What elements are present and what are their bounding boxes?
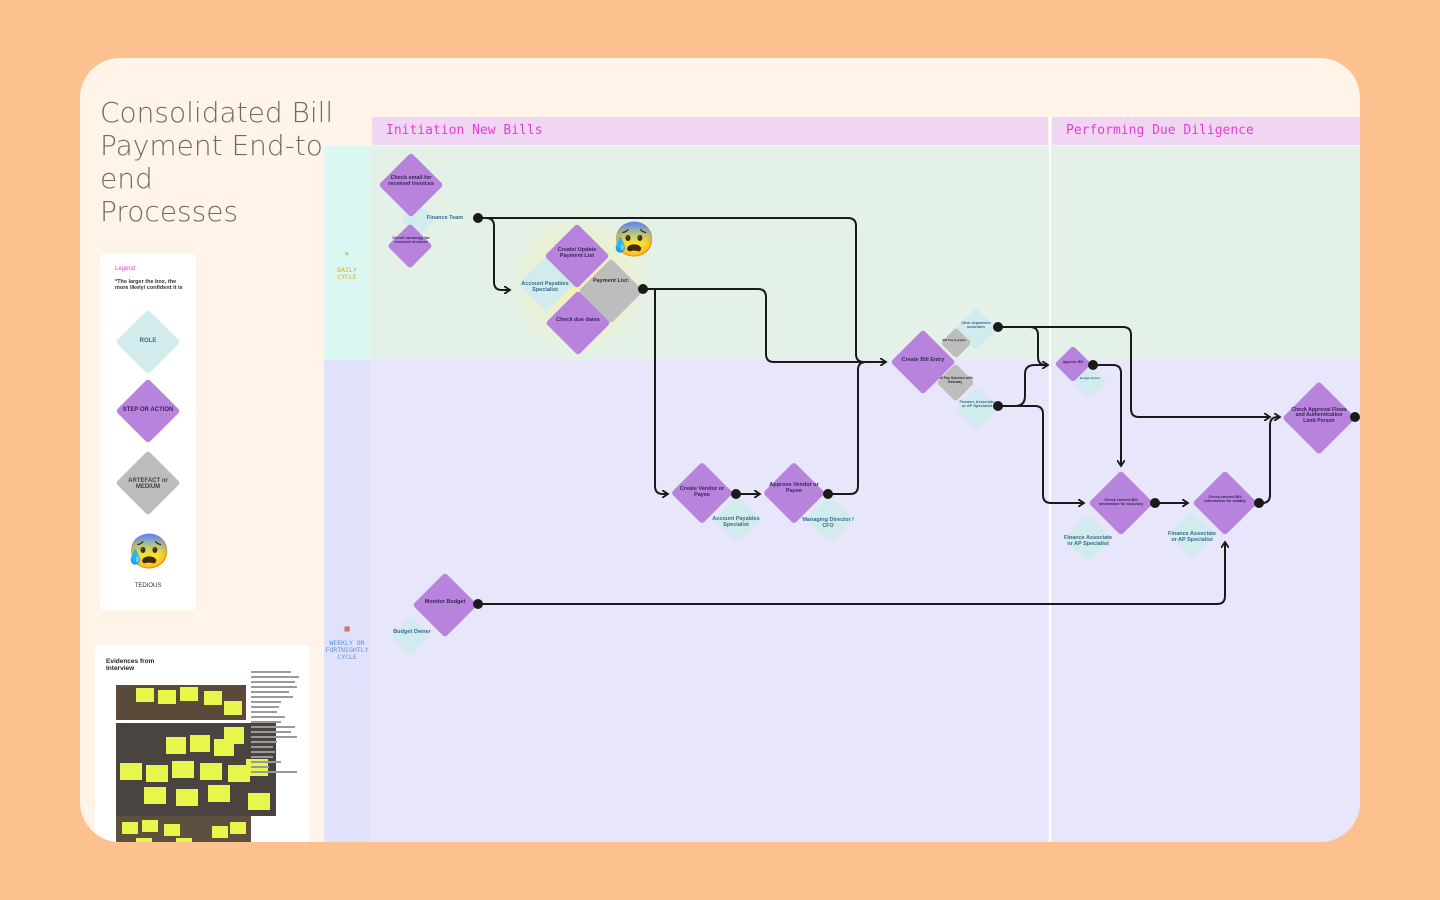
flow-connectors: [473, 213, 1360, 609]
anchor-finance-team: [473, 213, 483, 223]
role-budget-owner-label: Budget Owner: [393, 629, 431, 635]
evidence-header: Evidences from Interview: [106, 658, 155, 672]
canvas-card: Consolidated Bill Payment End-to-end Pro…: [80, 58, 1360, 842]
calendar-icon: ▦: [344, 624, 350, 633]
anchor-other-dept: [993, 322, 1003, 332]
step-check-approval-label: Check Approval Flows and Authentication …: [1291, 407, 1347, 424]
step-approve-bill-label: Approve Bill: [1062, 360, 1084, 364]
anchor-accuracy: [1150, 498, 1160, 508]
sun-icon: ☀: [344, 250, 350, 260]
anchor-validity: [1254, 498, 1264, 508]
role-finance-team-label: Finance Team: [426, 215, 464, 221]
tedious-emoji-icon: 😰: [613, 221, 656, 259]
lane-weekly: [370, 360, 1360, 842]
legend-tedious-icon: 😰: [128, 533, 171, 571]
connector-list-to-vendor: [654, 289, 668, 494]
role-ap-specialist-vendor-label: Account Payables Specialist: [712, 516, 760, 528]
step-check-accuracy-label: Check entered Bill information for accur…: [1098, 498, 1144, 506]
lane-label-weekly: [324, 360, 370, 842]
evidence-panel: Evidences from Interview: [95, 645, 310, 842]
role-check-accuracy-label: Finance Associate or AP Specialist: [1063, 535, 1113, 547]
step-check-validity-label: Check entered Bill information for valid…: [1204, 495, 1246, 503]
legend-artefact-label: ARTEFACT or MEDIUM: [128, 478, 168, 491]
artefact-payment-list-label: Payment List:: [592, 278, 630, 284]
anchor-approve-bill: [1088, 360, 1098, 370]
step-create-vendor-label: Create Vendor or Payee: [679, 486, 725, 498]
connector-validity-to-approval: [1259, 417, 1280, 504]
legend-note: *The larger the box, the more likely/ co…: [115, 279, 183, 291]
legend-header: Legend: [115, 266, 136, 272]
phase-diligence[interactable]: Performing Due Diligence: [1052, 117, 1360, 145]
connector-bill-to-approve-bill: [998, 326, 1048, 365]
lane-label-daily: [324, 146, 370, 360]
anchor-approve-vendor: [823, 489, 833, 499]
step-check-due-dates-label: Check due dates: [556, 317, 600, 323]
lane-name-daily: ☀ DAILY CYCLE: [330, 244, 364, 281]
legend-step-label: STEP OR ACTION: [122, 407, 174, 413]
connector-approve-to-bill: [828, 361, 867, 495]
legend-tedious-label: TEDIOUS: [134, 583, 162, 589]
role-other-dept-label: Other department associates: [961, 321, 991, 329]
anchor-fin-assoc: [993, 401, 1003, 411]
step-create-bill-label: Create Bill Entry: [901, 357, 945, 363]
connector-bill-to-approval: [998, 326, 1270, 417]
phase-initiation[interactable]: Initiation New Bills: [372, 117, 1048, 145]
evidence-photo-2[interactable]: [116, 723, 276, 816]
anchor-payment-list: [638, 284, 648, 294]
step-create-update-list-label: Create/ Update Payment List: [557, 247, 597, 259]
legend-role-label: ROLE: [139, 338, 157, 344]
legend-panel: Legend *The larger the box, the more lik…: [100, 254, 196, 610]
evidence-photo-1[interactable]: [116, 685, 246, 720]
step-monitor-budget-label: Monitor Budget: [424, 599, 466, 605]
connector-approve-bill-to-accuracy: [1093, 364, 1121, 466]
step-approve-vendor-label: Approve Vendor or Payee: [769, 482, 819, 494]
connector-budget-to-validity: [478, 542, 1225, 605]
connector-assoc-to-approve-bill: [998, 364, 1048, 407]
evidence-notes: [251, 671, 301, 776]
connector-list-to-bill: [643, 288, 886, 363]
connector-email-to-payment-list: [478, 217, 510, 290]
role-budget-owner-small-label: Budget Owner: [1079, 376, 1101, 380]
role-fin-assoc-small-label: Finance Associate or AP Specialist: [959, 399, 995, 409]
anchor-create-vendor: [731, 489, 741, 499]
page-title: Consolidated Bill Payment End-to-end Pro…: [100, 96, 334, 228]
artefact-bill-pay-a-label: Bill Pay Supplier ...: [942, 338, 970, 342]
step-check-hardcopy-label: Check hardcopy for received invoices: [392, 235, 430, 245]
artefact-bill-pay-b-label: Bill Pay Solution with Gateway: [937, 376, 973, 384]
anchor-approval: [1350, 412, 1360, 422]
role-check-validity-label: Finance Associate or AP Specialist: [1167, 531, 1217, 543]
role-ap-specialist-label: Account Payables Specialist: [521, 281, 569, 293]
connector-assoc-to-accuracy: [998, 405, 1084, 503]
role-managing-director-label: Managing Director / CFO: [802, 517, 854, 529]
lane-name-weekly: ▦ WEEKLY OR FORTNIGHTLY CYCLE: [322, 618, 372, 661]
anchor-monitor-budget: [473, 599, 483, 609]
step-check-email-label: Check email for received invoices: [388, 175, 434, 187]
evidence-photo-3[interactable]: [116, 816, 251, 842]
phase-divider: [1049, 117, 1051, 842]
